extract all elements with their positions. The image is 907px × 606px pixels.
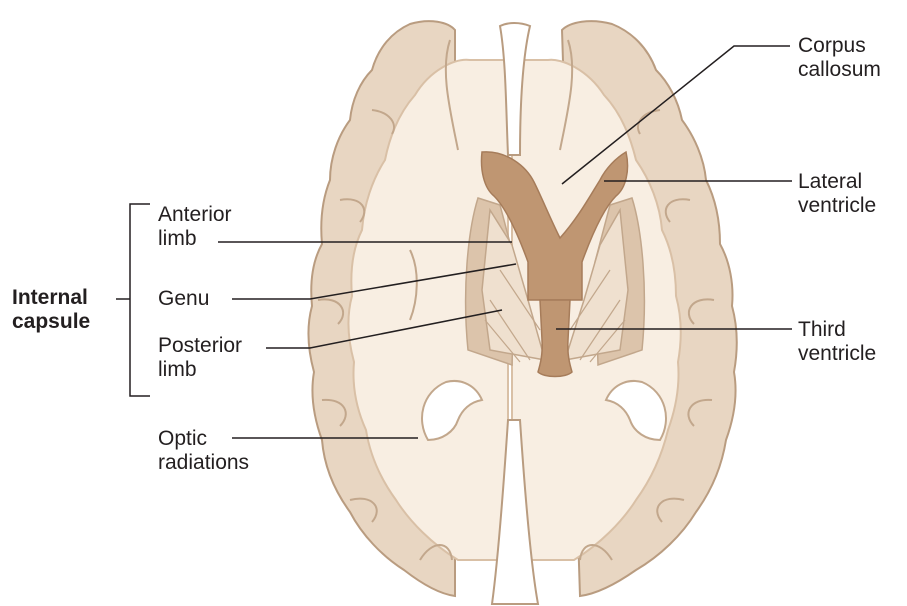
- corpus-callosum-line1: Corpus: [798, 34, 881, 58]
- genu-label: Genu: [158, 287, 209, 311]
- third-ventricle: [538, 300, 572, 377]
- posterior-limb-label: Posterior limb: [158, 334, 242, 382]
- third-ventricle-label: Third ventricle: [798, 318, 876, 366]
- lateral-ventricle-label: Lateral ventricle: [798, 170, 876, 218]
- third-ventricle-line2: ventricle: [798, 342, 876, 366]
- internal-capsule-line1: Internal: [12, 286, 90, 310]
- posterior-limb-line1: Posterior: [158, 334, 242, 358]
- corpus-callosum-line2: callosum: [798, 58, 881, 82]
- internal-capsule-bracket: [130, 204, 150, 396]
- anterior-limb-line1: Anterior: [158, 203, 232, 227]
- lateral-ventricle-line2: ventricle: [798, 194, 876, 218]
- anterior-limb-line2: limb: [158, 227, 232, 251]
- corpus-callosum-label: Corpus callosum: [798, 34, 881, 82]
- optic-radiations-line2: radiations: [158, 451, 249, 475]
- third-ventricle-line1: Third: [798, 318, 876, 342]
- optic-radiations-label: Optic radiations: [158, 427, 249, 475]
- optic-radiations-line1: Optic: [158, 427, 249, 451]
- posterior-limb-line2: limb: [158, 358, 242, 382]
- internal-capsule-label: Internal capsule: [12, 286, 90, 334]
- anterior-limb-label: Anterior limb: [158, 203, 232, 251]
- internal-capsule-line2: capsule: [12, 310, 90, 334]
- lateral-ventricle-line1: Lateral: [798, 170, 876, 194]
